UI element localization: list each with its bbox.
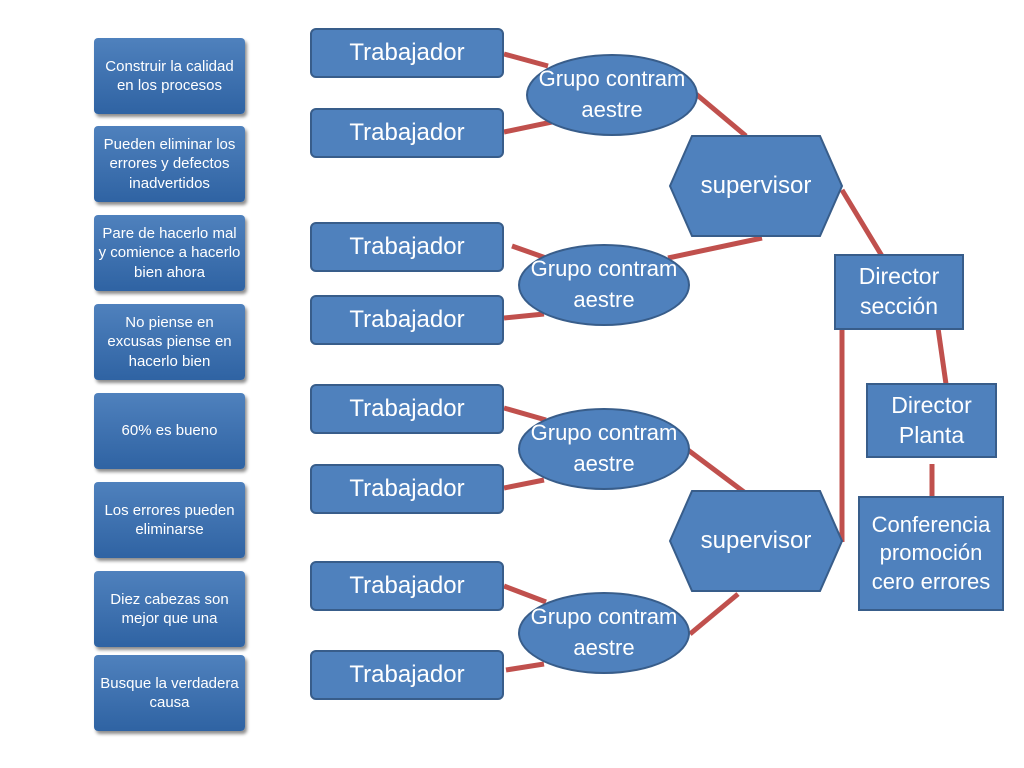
principle-box: 60% es bueno — [94, 393, 245, 469]
group-oval: Grupo contram aestre — [518, 244, 690, 326]
group-oval: Grupo contram aestre — [518, 408, 690, 490]
principle-box: Los errores pueden eliminarse — [94, 482, 245, 558]
principle-box: Construir la calidad en los procesos — [94, 38, 245, 114]
connector — [505, 661, 545, 673]
worker-box: Trabajador — [310, 650, 504, 700]
group-oval: Grupo contram aestre — [518, 592, 690, 674]
connector — [503, 583, 547, 605]
principle-box: Busque la verdadera causa — [94, 655, 245, 731]
worker-box: Trabajador — [310, 464, 504, 514]
supervisor-label: supervisor — [700, 527, 812, 554]
conference-box: Conferencia promoción cero errores — [858, 496, 1004, 611]
worker-box: Trabajador — [310, 28, 504, 78]
connector — [688, 592, 740, 636]
principle-box: No piense en excusas piense en hacerlo b… — [94, 304, 245, 380]
worker-box: Trabajador — [310, 295, 504, 345]
worker-box: Trabajador — [310, 108, 504, 158]
group-oval: Grupo contram aestre — [526, 54, 698, 136]
director-section-box: Director sección — [834, 254, 964, 330]
worker-box: Trabajador — [310, 384, 504, 434]
connector — [503, 477, 545, 491]
director-plant-box: Director Planta — [866, 383, 997, 458]
worker-box: Trabajador — [310, 222, 504, 272]
worker-box: Trabajador — [310, 561, 504, 611]
connector — [935, 327, 949, 385]
principle-box: Diez cabezas son mejor que una — [94, 571, 245, 647]
connector — [839, 188, 885, 258]
principle-box: Pueden eliminar los errores y defectos i… — [94, 126, 245, 202]
supervisor-label: supervisor — [700, 172, 812, 199]
supervisor-hexagon: supervisor — [668, 489, 844, 593]
principle-box: Pare de hacerlo mal y comience a hacerlo… — [94, 215, 245, 291]
supervisor-hexagon: supervisor — [668, 134, 844, 238]
connector — [694, 92, 748, 138]
